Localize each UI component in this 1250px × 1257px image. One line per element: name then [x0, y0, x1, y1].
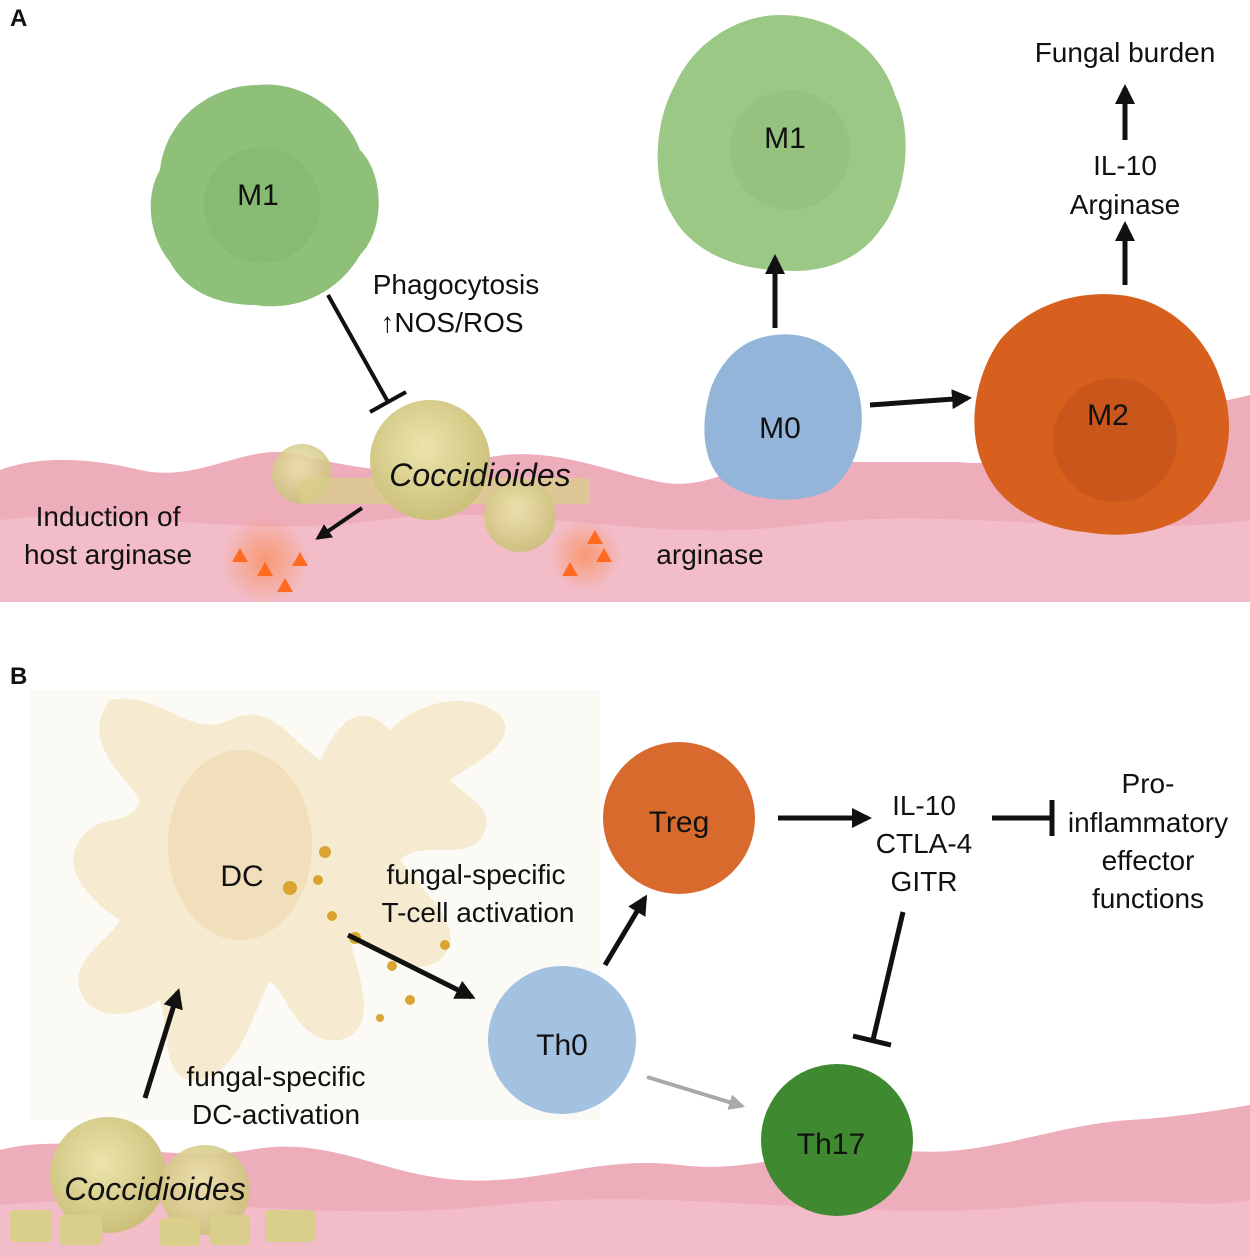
fungal-burden-label: Fungal burden [1035, 37, 1216, 68]
m1-right-label: M1 [764, 122, 806, 155]
tcell-activation-line2: T-cell activation [382, 897, 575, 928]
coccidioides-a-label: Coccidioides [389, 457, 570, 493]
th0-to-treg-arrow [602, 894, 648, 967]
dc-activation-line2: DC-activation [192, 1099, 360, 1130]
panel-a: A M1 [0, 5, 1250, 604]
induction-arrow [315, 506, 364, 540]
arginase-cap-label: Arginase [1070, 189, 1181, 220]
il10-a-label: IL-10 [1093, 150, 1157, 181]
dc-label: DC [220, 860, 263, 893]
induction-line2: host arginase [24, 539, 192, 570]
il10-b-label: IL-10 [892, 790, 956, 821]
fungus-to-dc-arrow [142, 988, 183, 1099]
m2-label: M2 [1087, 399, 1129, 432]
m1-inhibits-coccidioides [326, 294, 407, 414]
th17-label: Th17 [797, 1128, 865, 1161]
m1-macrophage-left [150, 84, 379, 307]
treg-label: Treg [649, 806, 710, 839]
cytokines-inhibit-proinflammatory [992, 800, 1055, 836]
m1-macrophage-right [657, 15, 906, 271]
panel-b: B DC fungal-specific T-cell activation T… [0, 663, 1250, 1257]
m0-label: M0 [759, 412, 801, 445]
coccidioides-fungus-b [10, 1117, 315, 1246]
fungal-arginase-marks [549, 519, 621, 591]
dc-activation-line1: fungal-specific [187, 1061, 366, 1092]
host-arginase-marks [221, 516, 309, 604]
induction-line1: Induction of [36, 501, 181, 532]
m2-macrophage [974, 294, 1230, 535]
panel-b-label: B [10, 663, 27, 690]
ctla4-label: CTLA-4 [876, 828, 972, 859]
m0-to-m2-arrow [869, 389, 972, 410]
tcell-activation-line1: fungal-specific [387, 859, 566, 890]
dc-to-th0-arrow [346, 932, 476, 1000]
phagocytosis-label: Phagocytosis [373, 269, 540, 300]
coccidioides-b-label: Coccidioides [64, 1171, 245, 1207]
coccidioides-fungus-a [272, 400, 590, 552]
th0-to-th17-arrow [646, 1075, 746, 1110]
th17-cell [761, 1064, 913, 1216]
arginase-label: arginase [656, 539, 763, 570]
th0-label: Th0 [536, 1029, 588, 1062]
treg-cell [603, 742, 755, 894]
cytokines-inhibit-th17 [852, 911, 906, 1048]
m0-macrophage [704, 334, 862, 500]
th0-cell [488, 966, 636, 1114]
nos-ros-label: ↑NOS/ROS [380, 307, 523, 338]
pro-line1: Pro- [1122, 768, 1175, 799]
gitr-label: GITR [891, 866, 958, 897]
pro-line4: functions [1092, 883, 1204, 914]
m1-left-label: M1 [237, 179, 279, 212]
tissue-a-highlight [0, 514, 1250, 602]
pro-line2: inflammatory [1068, 807, 1228, 838]
panel-a-label: A [10, 5, 27, 32]
pro-line3: effector [1102, 845, 1195, 876]
